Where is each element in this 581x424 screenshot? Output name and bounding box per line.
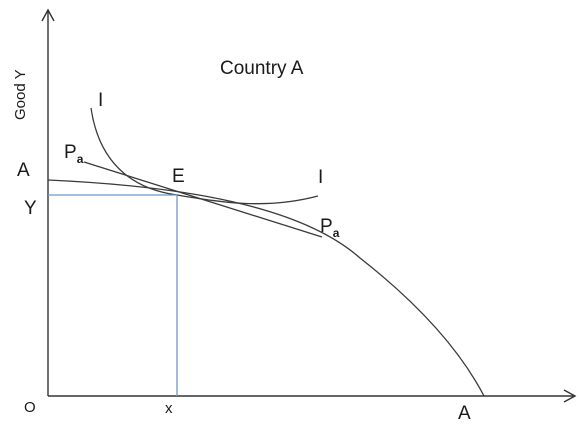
price-label-upper: Pa (64, 142, 84, 166)
diagram-title: Country A (220, 58, 304, 79)
ppf-y-intercept-label: A (17, 160, 30, 181)
indifference-label-lower: I (318, 167, 323, 188)
price-label-upper-main: P (64, 142, 77, 163)
indifference-label-upper: I (98, 90, 103, 111)
y-axis-arrowhead (41, 8, 55, 22)
indifference-curve (90, 107, 319, 205)
price-label-lower-sub: a (333, 226, 340, 240)
origin-label: O (24, 399, 36, 416)
y-value-label: Y (24, 198, 37, 219)
price-label-lower: Pa (320, 216, 340, 240)
equilibrium-label: E (172, 166, 185, 187)
y-axis-label: Good Y (12, 69, 29, 120)
x-axis-arrowhead (563, 389, 577, 403)
price-label-lower-main: P (320, 216, 333, 237)
ppf-x-intercept-label: A (458, 403, 471, 424)
x-value-label: x (165, 400, 173, 417)
price-line (83, 161, 323, 238)
production-possibility-curve (47, 179, 485, 397)
price-label-upper-sub: a (77, 152, 84, 166)
